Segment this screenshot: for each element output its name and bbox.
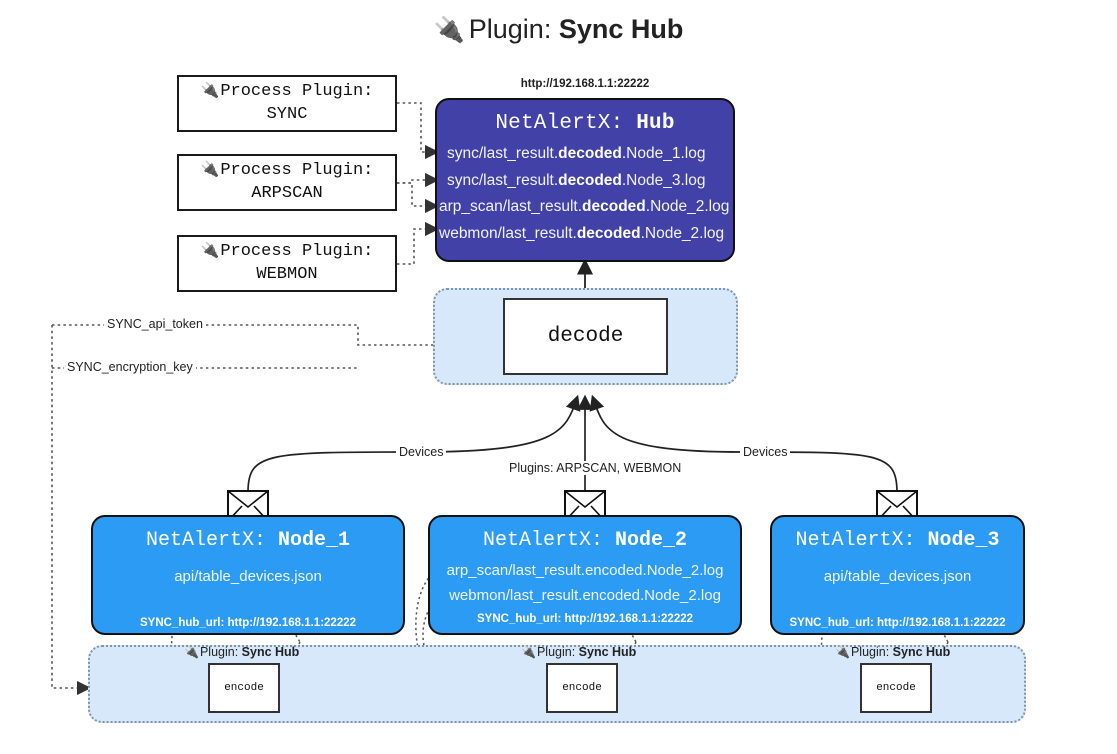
hub-node[interactable]: NetAlertX: Hub sync/last_result.decoded.…: [435, 98, 735, 262]
encode-box-node-2[interactable]: encode: [546, 663, 618, 713]
node-1[interactable]: NetAlertX: Node_1 api/table_devices.json…: [91, 515, 405, 635]
plug-icon: 🔌: [200, 161, 220, 179]
node-title: NetAlertX: Node_3: [772, 529, 1023, 552]
decode-box[interactable]: decode: [503, 298, 668, 375]
plug-icon: 🔌: [521, 645, 536, 659]
node-line: arp_scan/last_result.encoded.Node_2.log: [446, 562, 724, 579]
process-plugin-label: Process Plugin:: [220, 160, 374, 180]
hub-title: NetAlertX: Hub: [437, 112, 733, 135]
node-title: NetAlertX: Node_2: [430, 529, 740, 552]
process-plugin-sync[interactable]: 🔌Process Plugin: SYNC: [177, 75, 397, 132]
node-line: webmon/last_result.encoded.Node_2.log: [449, 587, 721, 604]
process-plugin-webmon[interactable]: 🔌Process Plugin: WEBMON: [177, 235, 397, 292]
node-title-name: Node_1: [278, 529, 351, 552]
process-plugin-name: ARPSCAN: [251, 183, 323, 203]
node-3[interactable]: NetAlertX: Node_3 api/table_devices.json…: [770, 515, 1025, 635]
devices-right-label: Devices: [740, 445, 791, 459]
encoder-plugin-tag: 🔌Plugin: Sync Hub: [835, 645, 951, 659]
plug-icon: 🔌: [200, 82, 220, 100]
page-title-prefix: Plugin:: [468, 14, 552, 44]
sync-encryption-key-label: SYNC_encryption_key: [64, 360, 196, 374]
node-title: NetAlertX: Node_1: [93, 529, 403, 552]
node-2[interactable]: NetAlertX: Node_2 arp_scan/last_result.e…: [428, 515, 742, 635]
process-plugin-name: WEBMON: [256, 264, 318, 284]
node-hub-url: SYNC_hub_url: http://192.168.1.1:22222: [139, 617, 357, 629]
process-plugin-name: SYNC: [266, 104, 308, 124]
hub-title-prefix: NetAlertX:: [495, 112, 624, 135]
plug-icon: 🔌: [184, 645, 199, 659]
node-hub-url: SYNC_hub_url: http://192.168.1.1:22222: [789, 617, 1006, 629]
hub-log-line: webmon/last_result.decoded.Node_2.log: [439, 224, 725, 242]
node-title-name: Node_2: [615, 529, 688, 552]
plug-icon: 🔌: [433, 16, 465, 44]
hub-url-label: http://192.168.1.1:22222: [520, 78, 650, 90]
process-plugin-label: Process Plugin:: [220, 241, 374, 261]
process-plugin-label: Process Plugin:: [220, 81, 374, 101]
page-title: 🔌Plugin: Sync Hub: [0, 14, 1117, 45]
node-title-prefix: NetAlertX:: [145, 529, 266, 552]
encoder-plugin-tag: 🔌Plugin: Sync Hub: [521, 645, 637, 659]
node-title-prefix: NetAlertX:: [482, 529, 603, 552]
encode-box-node-3[interactable]: encode: [860, 663, 932, 713]
encode-box-node-1[interactable]: encode: [208, 663, 280, 713]
plug-icon: 🔌: [835, 645, 850, 659]
process-plugin-arpscan[interactable]: 🔌Process Plugin: ARPSCAN: [177, 154, 397, 211]
node-hub-url: SYNC_hub_url: http://192.168.1.1:22222: [476, 613, 694, 625]
devices-left-label: Devices: [396, 445, 447, 459]
node-line: api/table_devices.json: [174, 568, 322, 585]
node-title-name: Node_3: [927, 529, 1000, 552]
hub-log-line: sync/last_result.decoded.Node_1.log: [447, 145, 706, 162]
node-title-prefix: NetAlertX:: [795, 529, 916, 552]
page-title-name: Sync Hub: [558, 14, 684, 44]
hub-log-line: sync/last_result.decoded.Node_3.log: [447, 171, 706, 189]
plug-icon: 🔌: [200, 242, 220, 260]
sync-api-token-label: SYNC_api_token: [104, 317, 206, 331]
plugins-center-label: Plugins: ARPSCAN, WEBMON: [505, 461, 686, 475]
hub-log-line: arp_scan/last_result.decoded.Node_2.log: [439, 198, 730, 215]
hub-title-name: Hub: [636, 112, 675, 135]
node-line: api/table_devices.json: [823, 568, 972, 585]
encoder-plugin-tag: 🔌Plugin: Sync Hub: [184, 645, 300, 659]
